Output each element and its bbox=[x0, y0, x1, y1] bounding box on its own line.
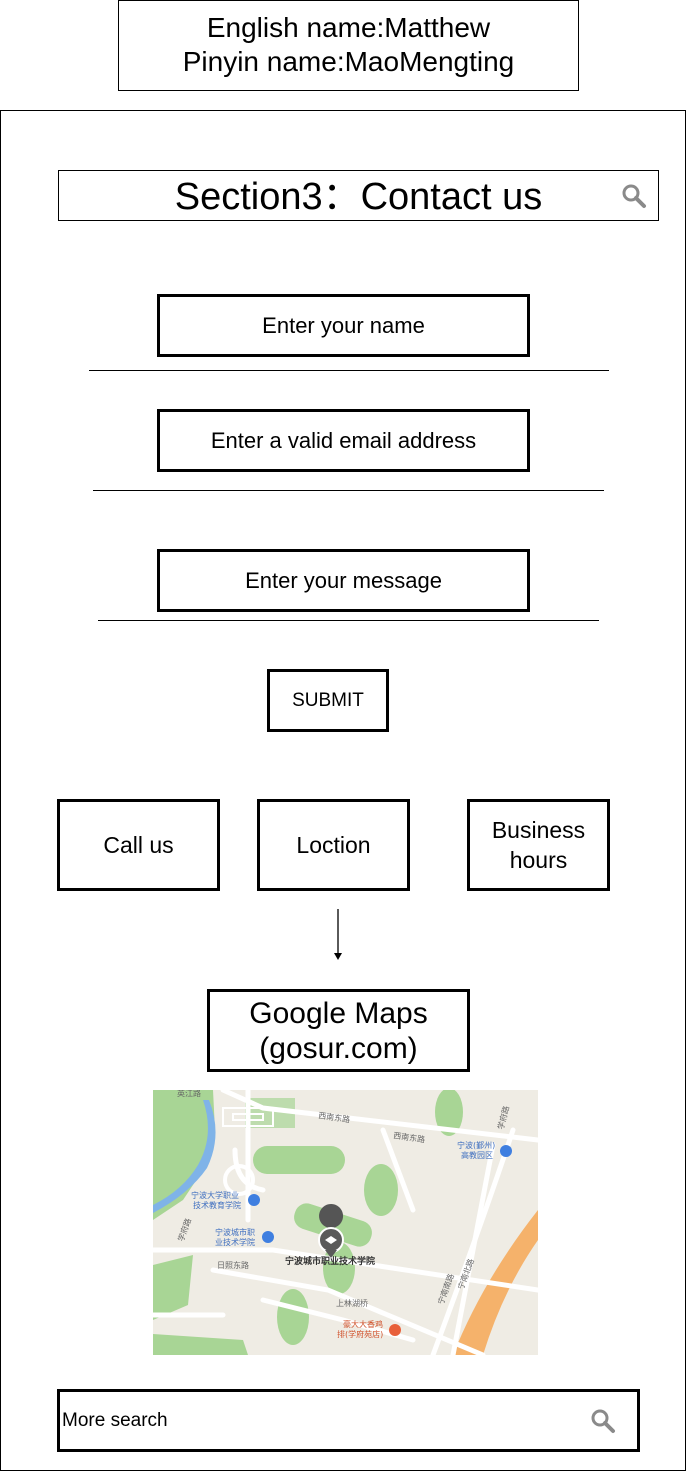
map-label-nbu-1: 宁波大学职业 bbox=[191, 1190, 239, 1200]
map-label-shop-1: 豪大大香鸡 bbox=[343, 1319, 383, 1329]
map-label-road-2: 西南东路 bbox=[393, 1130, 426, 1144]
search-icon[interactable] bbox=[590, 1408, 616, 1434]
map-label-campus-2: 高教园区 bbox=[461, 1150, 493, 1160]
down-arrow-icon bbox=[334, 909, 342, 960]
map-image[interactable]: 英江路 西南东路 西南东路 日照东路 上林湖桥 宁南南路 宁南北路 学府路 学府… bbox=[153, 1090, 538, 1355]
map-label-city-2: 业技术学院 bbox=[215, 1237, 255, 1247]
divider-1 bbox=[89, 370, 609, 371]
map-label-bridge: 上林湖桥 bbox=[336, 1298, 368, 1308]
more-search-box[interactable]: More search bbox=[57, 1389, 640, 1452]
map-label-city-1: 宁波城市职 bbox=[215, 1227, 255, 1237]
map-label-main-poi: 宁波城市职业技术学院 bbox=[285, 1255, 375, 1267]
divider-3 bbox=[98, 620, 599, 621]
more-search-placeholder: More search bbox=[62, 1410, 168, 1431]
message-input[interactable]: Enter your message bbox=[157, 549, 530, 612]
location-label: Loction bbox=[296, 831, 371, 858]
pinyin-name: Pinyin name:MaoMengting bbox=[182, 46, 515, 77]
map-label-shop-2: 排(学府苑店) bbox=[337, 1329, 383, 1339]
search-icon[interactable] bbox=[621, 183, 647, 209]
map-label-nbu-2: 技术教育学院 bbox=[193, 1200, 241, 1210]
submit-label: SUBMIT bbox=[292, 689, 364, 711]
google-maps-box[interactable]: Google Maps (gosur.com) bbox=[207, 989, 470, 1072]
business-hours-label-1: Business bbox=[491, 817, 586, 843]
email-placeholder: Enter a valid email address bbox=[210, 427, 477, 453]
section-title-bar: Section3：Contact us bbox=[58, 170, 659, 221]
map-label-campus-1: 宁波(鄞州) bbox=[457, 1140, 495, 1150]
message-placeholder: Enter your message bbox=[245, 567, 442, 593]
google-maps-subtitle: (gosur.com) bbox=[259, 1031, 418, 1065]
business-hours-button[interactable]: Business hours bbox=[467, 799, 610, 891]
name-placeholder: Enter your name bbox=[262, 312, 425, 338]
google-maps-title: Google Maps bbox=[249, 996, 428, 1030]
name-card: English name:Matthew Pinyin name:MaoMeng… bbox=[118, 0, 579, 91]
english-name: English name:Matthew bbox=[206, 12, 491, 43]
business-hours-label-2: hours bbox=[509, 847, 568, 873]
map-label-road-1: 西南东路 bbox=[318, 1110, 351, 1124]
divider-2 bbox=[93, 490, 604, 491]
section-title: Section3：Contact us bbox=[174, 176, 543, 218]
map-label-top-left: 英江路 bbox=[177, 1090, 201, 1098]
location-button[interactable]: Loction bbox=[257, 799, 410, 891]
submit-button[interactable]: SUBMIT bbox=[267, 669, 389, 732]
call-us-label: Call us bbox=[103, 831, 174, 858]
name-input[interactable]: Enter your name bbox=[157, 294, 530, 357]
email-input[interactable]: Enter a valid email address bbox=[157, 409, 530, 472]
call-us-button[interactable]: Call us bbox=[57, 799, 220, 891]
map-label-road-3: 日照东路 bbox=[217, 1260, 249, 1270]
